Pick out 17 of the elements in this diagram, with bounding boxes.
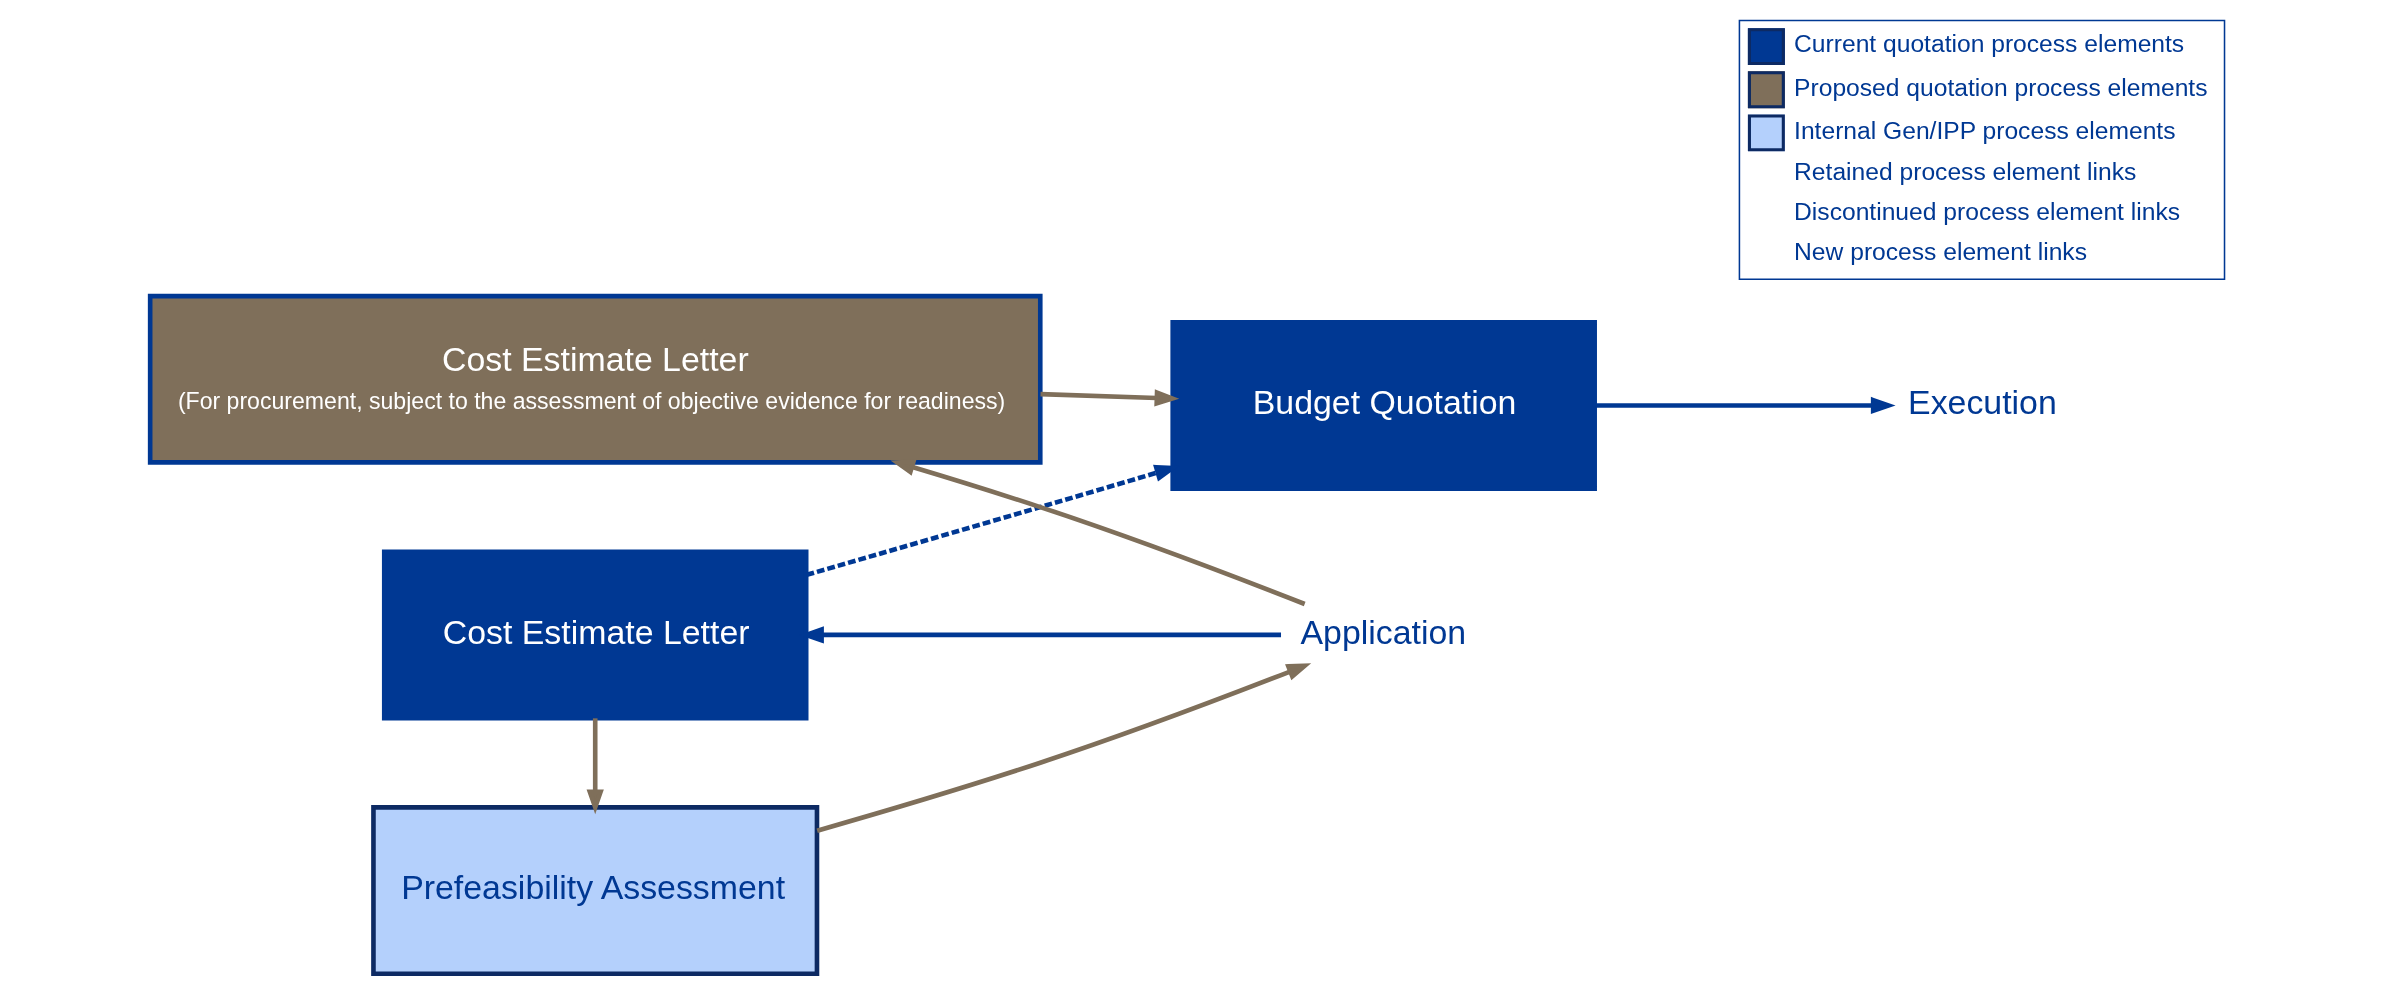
legend-label: Proposed quotation process elements [1794,73,2208,101]
node-box: Cost Estimate Letter [381,549,809,721]
legend-label: Discontinued process element links [1794,198,2181,226]
legend-label: Current quotation process elements [1794,30,2185,58]
node-box: Budget Quotation [1170,320,1597,491]
legend-label: Retained process element links [1794,158,2137,186]
arrow [586,718,604,815]
arrow [1595,396,1896,415]
node-box: Prefeasibility Assessment [371,805,820,976]
node-text: Application [1300,612,1467,651]
arrow [816,663,1312,833]
arrow [890,459,1306,607]
node-text: Execution [1908,383,2057,422]
node-box: Cost Estimate Letter (For procurement, subject to the assessment of objective evidence for readiness) [147,293,1043,465]
legend-label: Internal Gen/IPP process elements [1794,116,2176,144]
legend-label: New process element links [1794,238,2087,266]
arrow [1040,389,1180,407]
